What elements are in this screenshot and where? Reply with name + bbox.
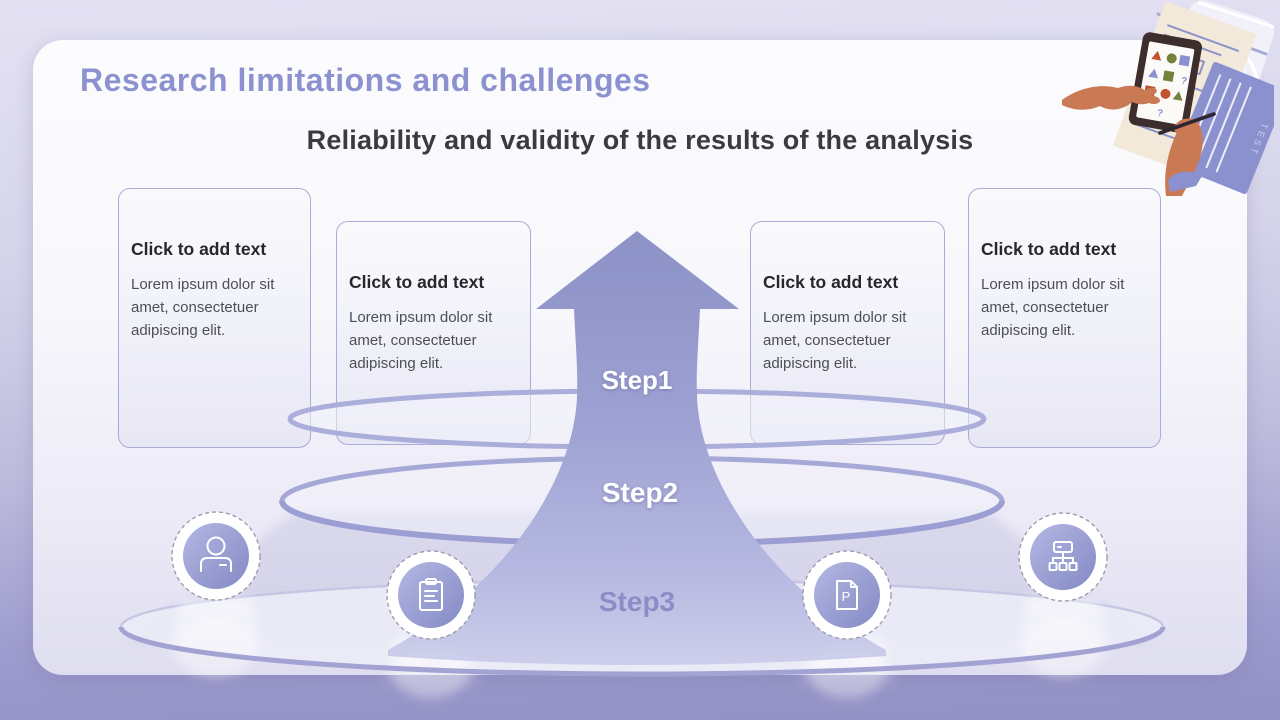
left-hand: [1062, 85, 1154, 110]
slide-subtitle: Reliability and validity of the results …: [306, 125, 974, 155]
platform-front-edge: [118, 626, 1166, 677]
clipboard-icon: [419, 578, 443, 611]
icon-circle-orgchart: [1018, 512, 1108, 602]
svg-text:?: ?: [1156, 108, 1164, 120]
card-heading: Click to add text: [981, 239, 1117, 259]
step-arrow-shape: [388, 231, 886, 665]
left-hand-fingers: [1143, 87, 1160, 105]
user-icon: [200, 536, 232, 572]
card-heading: Click to add text: [131, 239, 267, 259]
org-chart-icon: [1048, 541, 1078, 571]
icon-circle-document: P: [802, 550, 892, 640]
slide-title: Research limitations and challenges: [80, 62, 651, 98]
card-body: Lorem ipsum dolor sit amet, consectetuer…: [763, 309, 907, 372]
research-illustration: TEST ? ?: [1062, 0, 1274, 196]
card-body: Lorem ipsum dolor sit amet, consectetuer…: [981, 276, 1125, 339]
text-card-4[interactable]: Click to add text Lorem ipsum dolor sit …: [968, 188, 1161, 448]
step2-label: Step2: [601, 477, 679, 508]
card-heading: Click to add text: [349, 272, 485, 292]
svg-text:P: P: [842, 589, 851, 604]
step1-label: Step1: [601, 365, 673, 395]
card-body: Lorem ipsum dolor sit amet, consectetuer…: [131, 276, 275, 339]
icon-circle-clipboard: [386, 550, 476, 640]
card-heading: Click to add text: [763, 272, 899, 292]
sleeve: [1168, 171, 1202, 192]
step3-label: Step3: [598, 586, 676, 617]
svg-text:?: ?: [1180, 75, 1188, 87]
document-p-icon: P: [836, 580, 858, 610]
card-body: Lorem ipsum dolor sit amet, consectetuer…: [349, 309, 493, 372]
tablet: ? ?: [1128, 32, 1202, 134]
pen: [1158, 112, 1216, 135]
text-card-1[interactable]: Click to add text Lorem ipsum dolor sit …: [118, 188, 311, 448]
icon-circle-user: [171, 511, 261, 601]
